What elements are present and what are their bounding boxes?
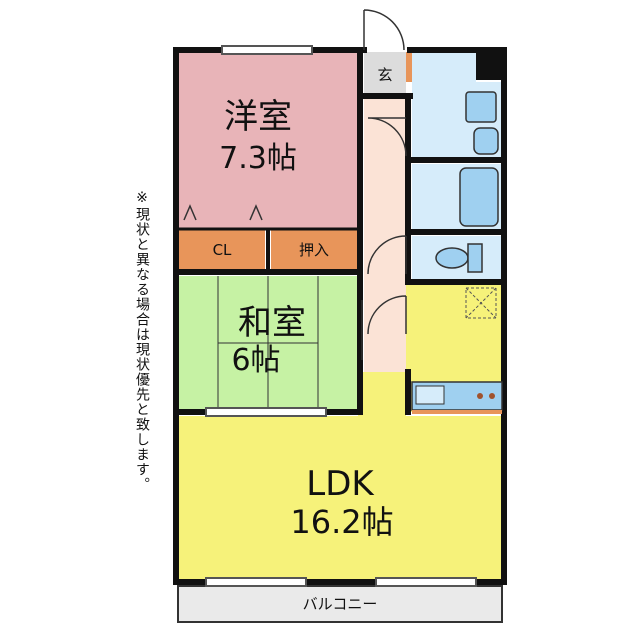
counter-edge	[412, 410, 502, 414]
balcony	[177, 585, 503, 623]
closet-door-marks	[183, 204, 263, 221]
hallway	[364, 96, 406, 372]
oshiire-label: 押入	[299, 241, 329, 259]
wall-column	[476, 50, 504, 80]
western-room-size: 7.3帖	[219, 141, 297, 176]
windows	[205, 45, 477, 587]
closet-label: CL	[213, 241, 232, 259]
tatami-lines	[217, 276, 319, 410]
disclaimer-note: ※現状と異なる場合は現状優先と致します。	[134, 190, 150, 492]
door-swings	[361, 9, 407, 360]
washbasin-icon	[465, 91, 497, 123]
ldk-room	[178, 416, 502, 580]
fridge-space-icon	[465, 287, 497, 319]
bathtub-icon	[459, 167, 499, 227]
ldk-extension	[358, 372, 406, 416]
western-room-name: 洋室	[224, 97, 292, 137]
entrance-label: 玄	[377, 66, 392, 84]
ldk-room-name: LDK	[306, 464, 375, 504]
toilet-icon	[435, 243, 483, 273]
balcony-label: バルコニー	[303, 595, 378, 613]
oshiire	[271, 228, 358, 270]
washing-machine-icon	[473, 127, 499, 155]
japanese-room-name: 和室	[238, 303, 306, 343]
entrance	[364, 52, 406, 96]
kitchen-counter-icon	[411, 381, 503, 411]
japanese-room-size: 6帖	[231, 343, 280, 378]
western-room	[178, 52, 358, 228]
ldk-room-size: 16.2帖	[290, 503, 393, 541]
closet	[178, 228, 265, 270]
